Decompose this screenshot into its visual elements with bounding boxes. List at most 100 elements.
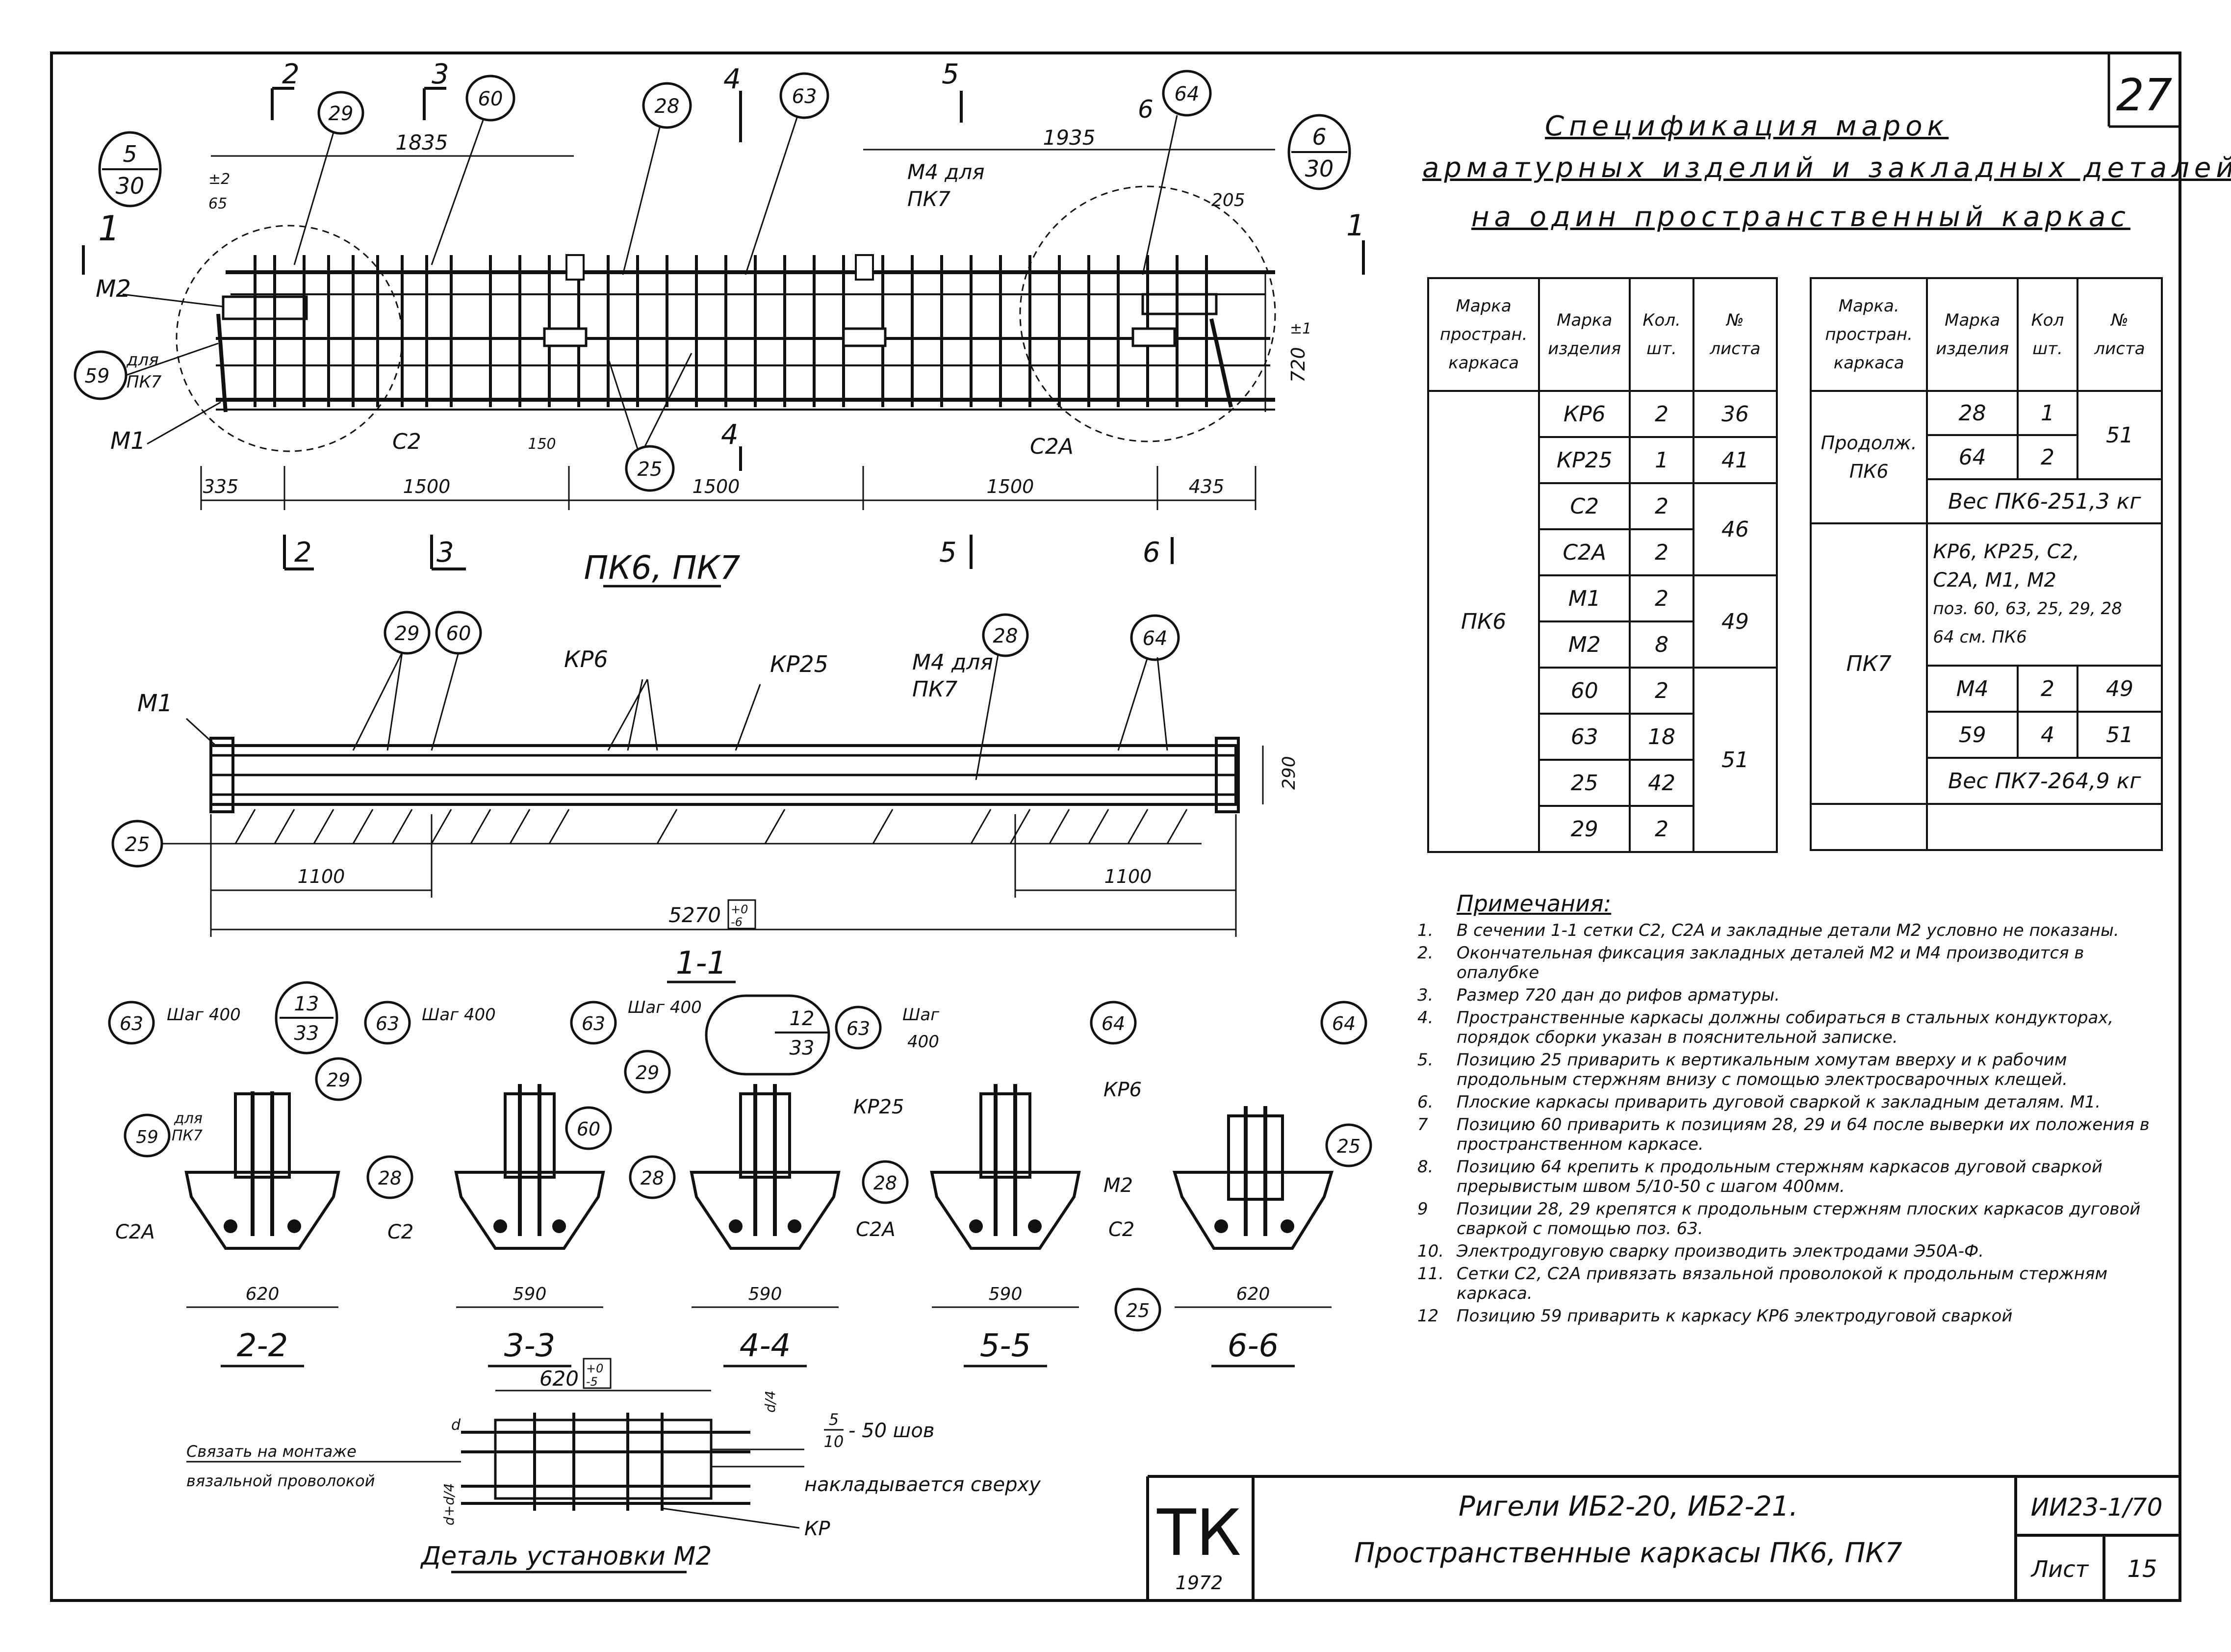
spec-right-item: 59 — [1926, 711, 2019, 759]
dim-720: 720 — [1287, 347, 1309, 383]
spec-left-header-item: Марка изделия — [1538, 277, 1631, 392]
dim-65: 65 — [208, 195, 227, 212]
plan-dim-1100-right: 1100 — [1104, 866, 1152, 887]
spec-left-qty: 2 — [1629, 574, 1694, 622]
sec55-label-c2: С2 — [1108, 1218, 1134, 1241]
note-item: 10.Электродуговую сварку производить эле… — [1417, 1241, 2168, 1261]
note-item: 1.В сечении 1-1 сетки С2, С2А и закладны… — [1417, 921, 2168, 940]
note-item: 6.Плоские каркасы приварить дуговой свар… — [1417, 1092, 2168, 1112]
sec55-bubble-64: 64 — [1102, 1013, 1125, 1034]
spec-right-cont-label: Продолж. — [1821, 432, 1917, 454]
page-number: 27 — [2116, 70, 2173, 121]
plate-m2-right — [1141, 293, 1218, 315]
spec-left-sheet: 46 — [1692, 482, 1778, 576]
dim-1835: 1835 — [396, 130, 448, 155]
cut-2-top: 2 — [282, 58, 300, 90]
dim-335: 335 — [203, 476, 239, 497]
label-c2a: С2А — [1030, 434, 1074, 459]
detail-title: Деталь установки М2 — [420, 1542, 712, 1571]
detail-plate — [494, 1419, 713, 1500]
bubbles-elevation — [74, 70, 1351, 492]
cut-4-top: 4 — [723, 63, 741, 95]
plan-label-kr25: КР25 — [770, 651, 828, 677]
end-plate-right — [1209, 318, 1233, 408]
spec-right-header-row: Марка. простран. каркаса Марка изделия К… — [1809, 277, 2163, 392]
leader-lines-plan — [162, 652, 1168, 845]
notes-block: Примечания: 1.В сечении 1-1 сетки С2, С2… — [1417, 890, 2168, 1329]
dim-1500-b: 1500 — [692, 476, 740, 497]
section-4-4-title: 4-4 — [740, 1328, 791, 1364]
detail-dim-dd4: d+d/4 — [441, 1483, 457, 1525]
title-line-2: Пространственные каркасы ПК6, ПК7 — [1354, 1537, 1902, 1569]
plate-a — [543, 327, 588, 347]
section-3-3-title: 3-3 — [504, 1328, 556, 1364]
sec22-bubble-59: 59 — [136, 1127, 158, 1147]
plan-end-plate-left — [209, 737, 234, 813]
cut-5-top: 5 — [942, 58, 959, 90]
detail-weld-text: - 50 шов — [848, 1420, 934, 1442]
spec-left-qty: 1 — [1629, 436, 1694, 484]
spec-right-pk7-ref-1: КР6, КР25, С2, — [1933, 541, 2079, 563]
table-row: ПК7 КР6, КР25, С2, С2А, М1, М2 поз. 60, … — [1809, 522, 2163, 805]
cut-4-mid: 4 — [721, 419, 739, 451]
detail-dim-d: d — [451, 1417, 461, 1434]
spec-right-header-qty: Кол шт. — [2016, 277, 2079, 392]
sec44-note-step: Шаг 400 — [628, 998, 702, 1017]
spec-right-qty: 2 — [2016, 434, 2079, 480]
spec-right-item: 28 — [1926, 390, 2019, 436]
spec-left-header-sheet: № листа — [1692, 277, 1778, 392]
plate-m4-b — [855, 254, 874, 281]
dim-150: 150 — [528, 436, 556, 453]
sec22-bubble-29: 29 — [327, 1069, 350, 1091]
table-row: Вес ПК7-264,9 кг — [1811, 757, 2163, 805]
label-m2: М2 — [96, 275, 131, 303]
sec55-bubble-28: 28 — [873, 1172, 897, 1194]
note-text: Электродуговую сварку производить электр… — [1457, 1241, 1984, 1261]
spec-left-sheet: 51 — [1692, 667, 1778, 853]
detail-kr: КР — [804, 1518, 830, 1540]
sec33-bubble-63: 63 — [376, 1013, 399, 1034]
title-block-lines — [1146, 1475, 2180, 1600]
plan-label-m4-2: ПК7 — [912, 677, 957, 702]
spec-right-pk7-frame: ПК7 — [1809, 522, 1928, 805]
detail-weld-den: 10 — [824, 1432, 844, 1451]
sec55-label-c2a: С2А — [856, 1218, 896, 1241]
label-m4-line1: М4 для — [907, 160, 984, 184]
note-text: Окончательная фиксация закладных деталей… — [1457, 943, 2084, 982]
note-number: 2. — [1417, 943, 1434, 963]
spec-right-item: 64 — [1926, 434, 2019, 480]
table-row: 64 2 — [1811, 434, 2162, 480]
bubble-60: 60 — [478, 88, 503, 110]
plan-end-plate-right — [1215, 737, 1240, 813]
table-row: 59 4 51 — [1811, 711, 2163, 759]
cut-3-bottom: 3 — [436, 537, 454, 568]
cut-3-top: 3 — [432, 58, 449, 90]
elevation-view: 1835 1935 205 720 335 1500 1500 1500 435… — [74, 58, 1365, 588]
spec-left-header-row: Марка простран. каркаса Марка изделия Ко… — [1427, 277, 1778, 392]
detail-dim-620-value: 620 — [539, 1367, 579, 1391]
stamp-year: 1972 — [1176, 1572, 1223, 1594]
plan-tolerance-box — [727, 899, 756, 929]
sec22-label-c2: С2 — [387, 1221, 413, 1243]
spec-left-sheet: 49 — [1692, 574, 1778, 669]
bubble-28: 28 — [655, 95, 680, 118]
cut-6-top: 6 — [1138, 95, 1154, 124]
spec-right-qty: 1 — [2016, 390, 2079, 436]
table-row: 63 18 — [1428, 713, 1777, 761]
spec-right-qty: 4 — [2016, 711, 2079, 759]
elevation-dimensions — [200, 149, 1275, 510]
stirrups — [254, 255, 1208, 407]
spec-left-qty: 42 — [1629, 759, 1694, 807]
sec22-ref-13: 13 — [294, 993, 319, 1015]
sec33-note-step: Шаг 400 — [422, 1005, 496, 1025]
table-row: 60 2 51 — [1428, 667, 1778, 853]
spec-left-item: М2 — [1538, 620, 1631, 669]
sec22-bubble-63: 63 — [120, 1013, 143, 1034]
spec-right-pk7-weight: Вес ПК7-264,9 кг — [1926, 757, 2163, 805]
spec-right-pk6-weight: Вес ПК6-251,3 кг — [1926, 478, 2163, 524]
spec-left-frame-pk6: ПК6 — [1427, 390, 1540, 853]
table-row: КР25 1 41 — [1428, 436, 1778, 484]
table-row: ПК6 КР6 2 36 — [1427, 390, 1778, 853]
